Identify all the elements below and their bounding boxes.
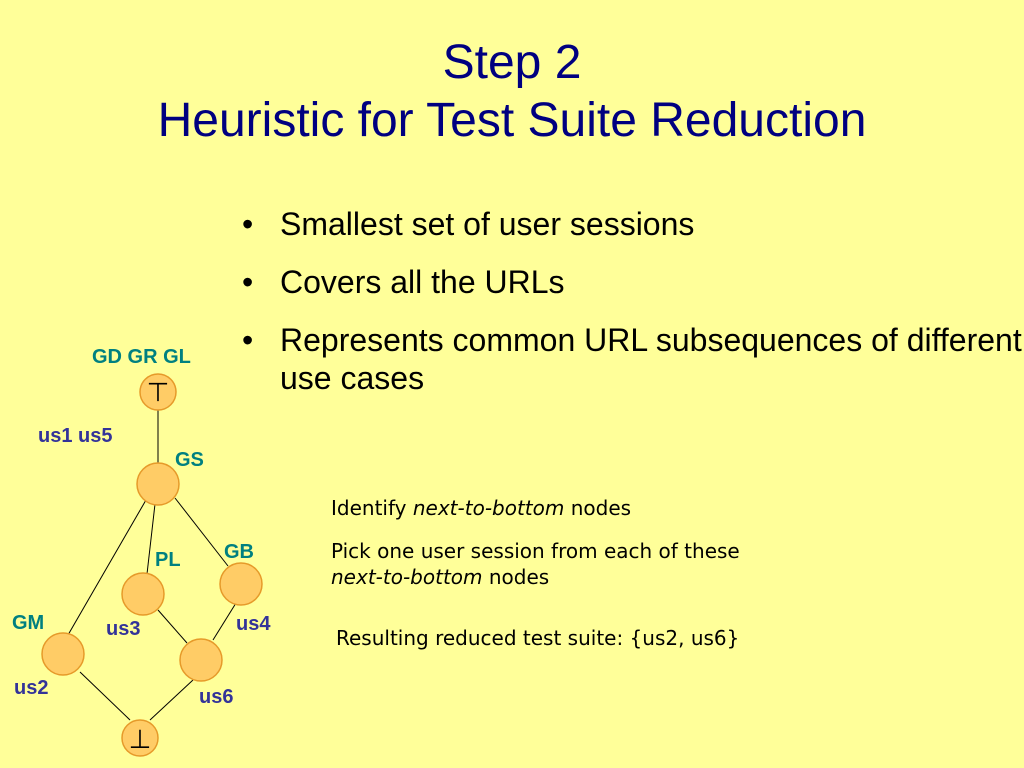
node-gm [41, 632, 85, 676]
node-gb [219, 562, 263, 606]
node-pl [121, 572, 165, 616]
edge-gs-gm [67, 499, 147, 636]
note-identify: Identify next-to-bottom nodes [331, 495, 631, 521]
label-us6: us6 [199, 686, 233, 708]
note-pick-em: next-to-bottom [331, 565, 483, 589]
bullet-item: • Covers all the URLs [242, 263, 1022, 301]
title-line-2: Heuristic for Test Suite Reduction [157, 94, 867, 147]
label-pl: PL [155, 549, 181, 571]
note-identify-suffix: nodes [564, 496, 632, 520]
label-gb: GB [224, 541, 254, 563]
note-pick-line2: next-to-bottom nodes [331, 564, 740, 590]
bottom-symbol: ⊥ [129, 725, 152, 755]
top-symbol: ⊤ [147, 378, 170, 408]
bullet-text: Smallest set of user sessions [280, 206, 695, 242]
note-pick-suffix: nodes [482, 565, 550, 589]
label-top-sessions: us1 us5 [38, 425, 112, 447]
bullet-marker: • [242, 264, 254, 300]
edge-gs-gb [174, 497, 229, 567]
edge-gs-pl [146, 503, 156, 575]
note-result: Resulting reduced test suite: {us2, us6} [336, 626, 740, 650]
bullet-marker: • [242, 206, 254, 242]
label-top-urls: GD GR GL [92, 346, 191, 368]
slide-title: Step 2 Heuristic for Test Suite Reductio… [0, 34, 1024, 150]
label-us2: us2 [14, 677, 48, 699]
bullet-item: • Represents common URL subsequences of … [242, 321, 1022, 397]
label-us4: us4 [236, 613, 271, 635]
edge-us6-bottom [149, 679, 194, 721]
bottom-node [121, 719, 159, 757]
edge-pl-us6 [157, 609, 188, 644]
note-pick-line1: Pick one user session from each of these [331, 539, 740, 563]
note-identify-prefix: Identify [331, 496, 413, 520]
label-gs: GS [175, 449, 204, 471]
bullet-item: • Smallest set of user sessions [242, 205, 1022, 243]
bullet-marker: • [242, 322, 254, 358]
bullet-list: • Smallest set of user sessions • Covers… [242, 205, 1022, 417]
top-node [139, 373, 177, 411]
note-identify-em: next-to-bottom [412, 496, 565, 520]
title-line-1: Step 2 [442, 36, 582, 89]
label-gm: GM [12, 612, 44, 634]
node-us6 [179, 638, 223, 682]
bullet-text: Covers all the URLs [280, 264, 565, 300]
edge-gb-us6 [212, 602, 237, 641]
label-us3: us3 [106, 618, 140, 640]
node-gs [136, 462, 180, 506]
note-pick: Pick one user session from each of these… [331, 538, 740, 590]
edge-gm-bottom [79, 671, 131, 721]
bullet-text: Represents common URL subsequences of di… [280, 322, 1022, 396]
